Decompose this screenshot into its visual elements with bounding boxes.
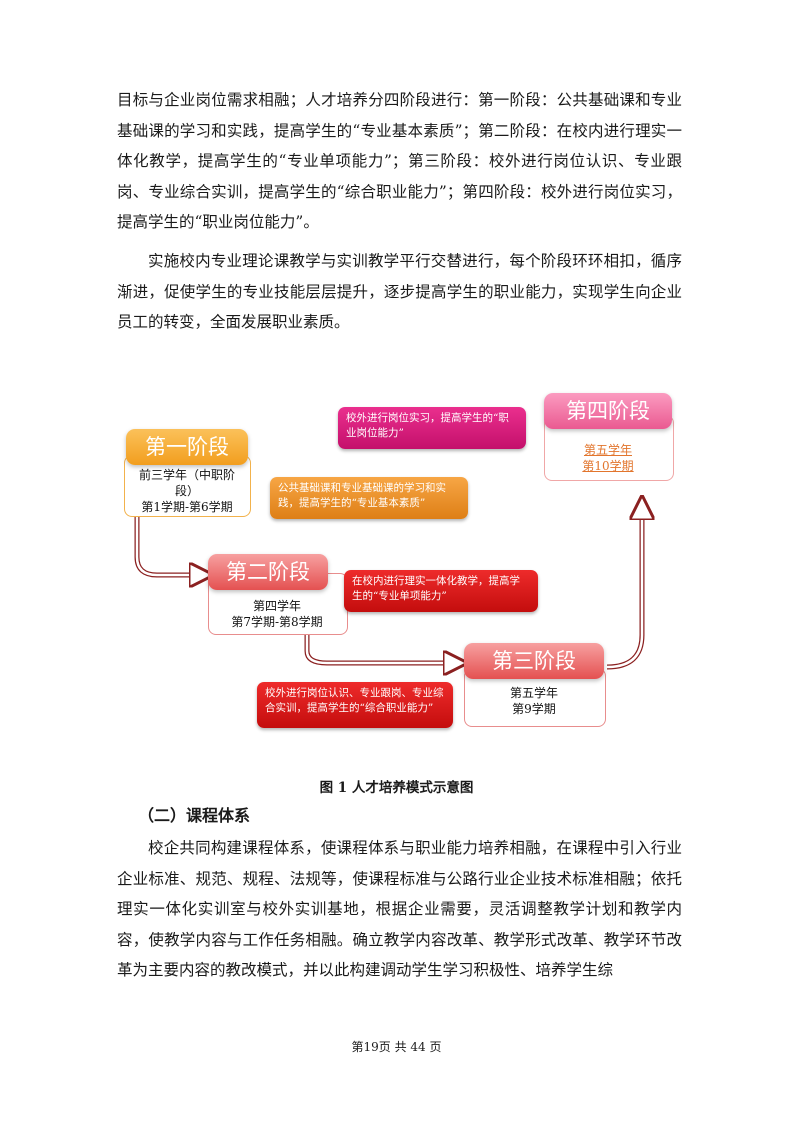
stage1-callout: 公共基础课和专业基础课的学习和实践，提高学生的“专业基本素质” [270, 477, 468, 519]
arrow-stage1-to-stage2 [134, 517, 204, 578]
stage1-body: 前三学年（中职阶 段） 第1学期-第6学期 [126, 467, 248, 515]
figure-caption: 图 1 人才培养模式示意图 [319, 780, 474, 796]
stage1-title: 第一阶段 [126, 429, 248, 465]
stage4-line2: 第10学期 [582, 459, 634, 473]
paragraph-stages: 目标与企业岗位需求相融；人才培养分四阶段进行：第一阶段：公共基础课和专业基础课的… [117, 91, 682, 231]
stage2-title: 第二阶段 [208, 554, 328, 590]
stage1-line2: 段） [174, 484, 199, 498]
stage2-body: 第四学年 第7学期-第8学期 [208, 598, 346, 630]
stage3-body: 第五学年 第9学期 [464, 685, 604, 717]
stage3-title: 第三阶段 [464, 643, 604, 679]
stage1-line3: 第1学期-第6学期 [141, 500, 233, 514]
stage4-title: 第四阶段 [544, 393, 672, 429]
stage3-callout: 校外进行岗位认识、专业跟岗、专业综合实训，提高学生的“综合职业能力” [257, 682, 453, 728]
stage2-line2: 第7学期-第8学期 [231, 615, 323, 629]
stage2-callout: 在校内进行理实一体化教学，提高学生的“专业单项能力” [344, 570, 538, 612]
stage4-line1: 第五学年 [583, 443, 632, 457]
paragraph-implementation: 实施校内专业理论课教学与实训教学平行交替进行，每个阶段环环相扣，循序渐进，促使学… [117, 252, 682, 331]
section-heading: （二）课程体系 [138, 806, 251, 825]
arrow-stage3-to-stage4 [606, 505, 645, 670]
stage1-line1: 前三学年（中职阶 [138, 468, 235, 482]
stage1-box [124, 455, 251, 517]
paragraph-curriculum: 校企共同构建课程体系，使课程体系与职业能力培养相融，在课程中引入行业企业标准、规… [117, 839, 682, 979]
stage2-line1: 第四学年 [252, 599, 301, 613]
stage4-body: 第五学年 第10学期 [544, 442, 672, 474]
training-model-diagram: 第一阶段 前三学年（中职阶 段） 第1学期-第6学期 公共基础课和专业基础课的学… [112, 385, 682, 740]
stage3-line1: 第五学年 [509, 686, 558, 700]
arrow-stage2-to-stage3 [304, 635, 458, 666]
page-footer: 第19页 共 44 页 [351, 1040, 442, 1054]
flow-arrows [134, 385, 682, 740]
stage3-line2: 第9学期 [512, 702, 556, 716]
stage4-callout: 校外进行岗位实习，提高学生的“职业岗位能力” [338, 407, 526, 449]
